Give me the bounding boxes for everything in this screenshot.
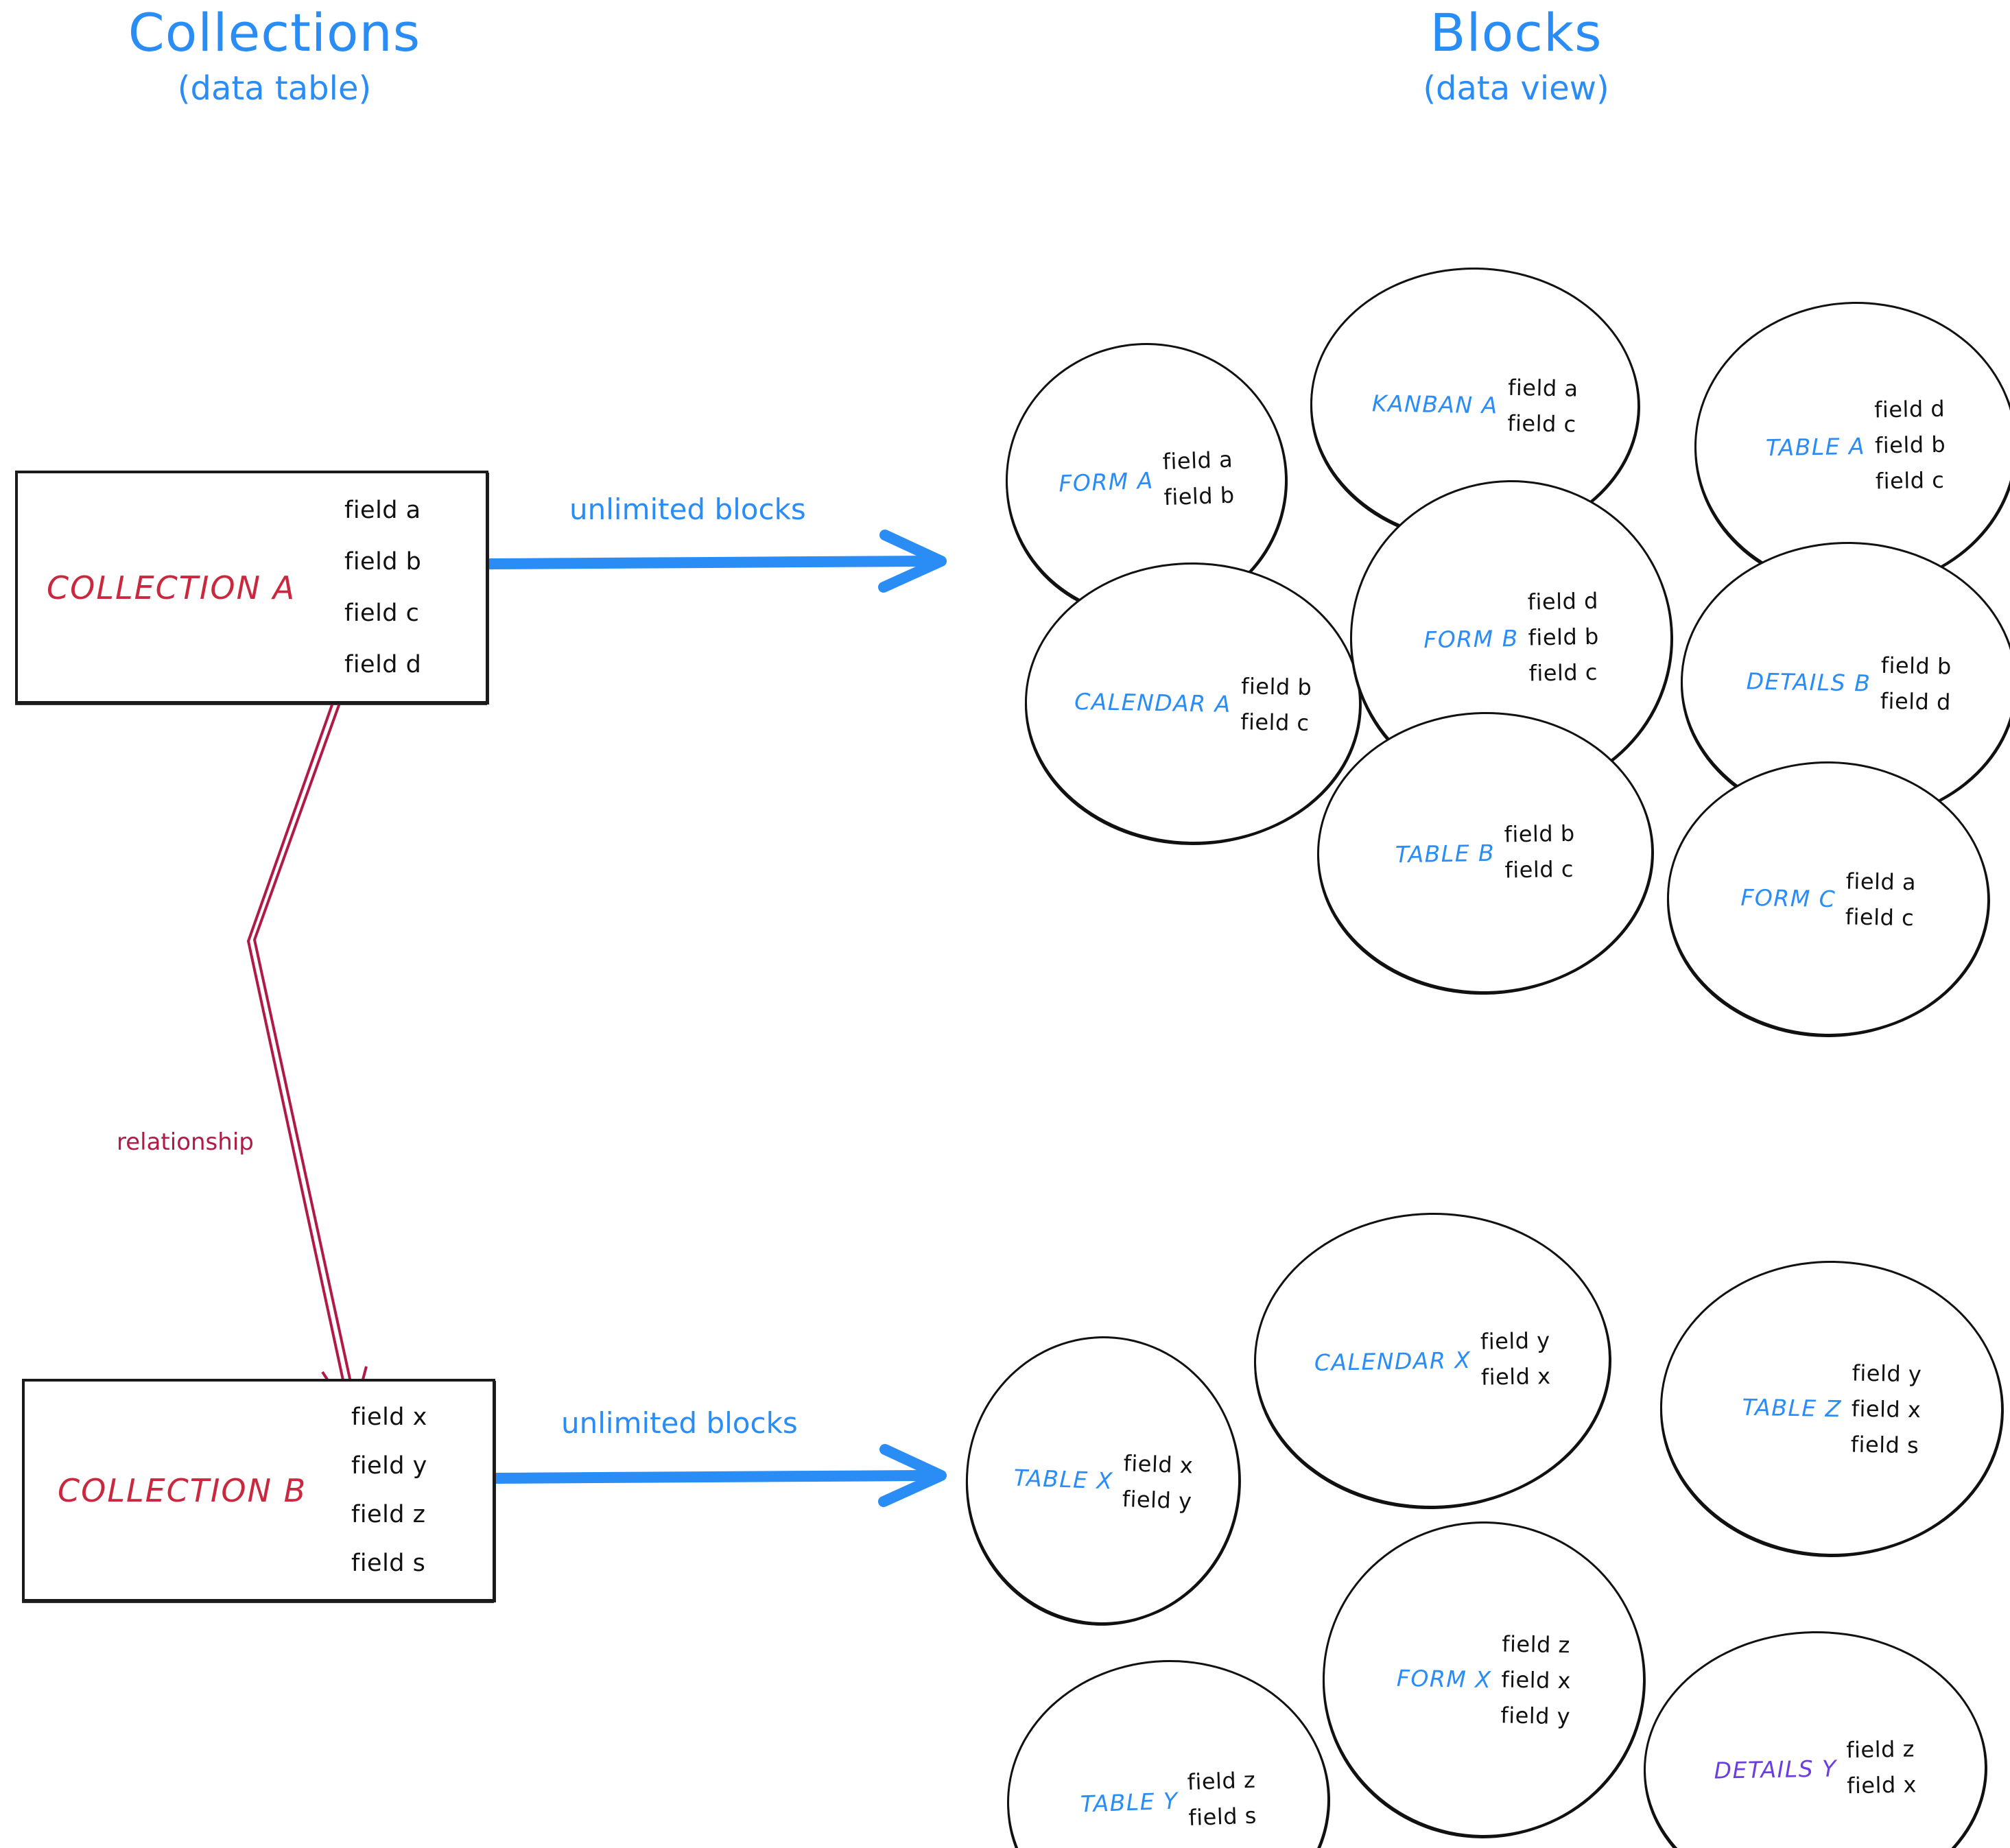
field-label: field c bbox=[1875, 466, 1945, 495]
unlimited-blocks-arrow-a bbox=[485, 530, 947, 593]
field-label: field a bbox=[1845, 868, 1917, 896]
field-label: field c bbox=[1506, 410, 1576, 438]
field-label: field c bbox=[1504, 855, 1574, 884]
field-label: field y bbox=[1480, 1327, 1550, 1355]
field-label: field s bbox=[1187, 1802, 1257, 1831]
block-name: TABLE X bbox=[1013, 1463, 1114, 1495]
field-label: field y bbox=[1122, 1485, 1193, 1515]
block-fields: field a field c bbox=[1507, 375, 1579, 438]
field-label: field y bbox=[1852, 1360, 1922, 1388]
field-label: field d bbox=[1527, 587, 1599, 615]
field-label: field x bbox=[351, 1403, 427, 1431]
field-label: field z bbox=[1187, 1766, 1256, 1796]
field-label: field b bbox=[1874, 431, 1946, 459]
block-fields: field a field b bbox=[1162, 447, 1235, 511]
field-label: field b bbox=[1240, 673, 1312, 701]
block-fields: field d field b field c bbox=[1874, 396, 1946, 495]
block-calendar-a[interactable]: CALENDAR A field b field c bbox=[1022, 559, 1364, 847]
block-name: DETAILS B bbox=[1746, 667, 1871, 697]
relationship-label: relationship bbox=[117, 1128, 254, 1156]
blocks-title: Blocks bbox=[1430, 2, 1603, 63]
block-form-x[interactable]: FORM X field z field x field y bbox=[1320, 1518, 1648, 1840]
collection-a-name: COLLECTION A bbox=[47, 569, 296, 606]
block-name: FORM X bbox=[1396, 1664, 1492, 1693]
collection-a-box[interactable]: COLLECTION A field a field b field c fie… bbox=[15, 471, 488, 704]
field-label: field d bbox=[1880, 687, 1952, 715]
block-name: KANBAN A bbox=[1371, 389, 1499, 419]
field-label: field c bbox=[1240, 709, 1310, 736]
arrow-label-unlimited-blocks-b: unlimited blocks bbox=[561, 1406, 798, 1440]
field-label: field s bbox=[1850, 1431, 1919, 1459]
field-label: field b bbox=[1880, 652, 1952, 680]
field-label: field z bbox=[1845, 1736, 1915, 1764]
block-name: TABLE Z bbox=[1742, 1393, 1843, 1422]
block-fields: field z field x field y bbox=[1500, 1631, 1572, 1729]
block-fields: field d field b field c bbox=[1527, 588, 1599, 687]
field-label: field y bbox=[351, 1452, 427, 1480]
block-table-z[interactable]: TABLE Z field y field x field s bbox=[1657, 1257, 2006, 1559]
collections-subtitle: (data table) bbox=[177, 69, 372, 108]
collections-title: Collections bbox=[128, 2, 421, 63]
field-label: field d bbox=[1873, 395, 1946, 423]
block-fields: field x field y bbox=[1122, 1450, 1194, 1514]
blocks-subtitle: (data view) bbox=[1423, 69, 1609, 108]
field-label: field b bbox=[344, 547, 422, 576]
block-fields: field a field c bbox=[1845, 868, 1916, 931]
field-label: field a bbox=[1162, 446, 1233, 475]
block-name: FORM B bbox=[1423, 624, 1520, 653]
unlimited-blocks-arrow-b bbox=[485, 1444, 947, 1507]
field-label: field x bbox=[1846, 1771, 1917, 1799]
block-details-y[interactable]: DETAILS Y field z field x bbox=[1641, 1628, 1989, 1848]
block-fields: field b field c bbox=[1240, 673, 1312, 736]
block-name: CALENDAR A bbox=[1074, 687, 1232, 718]
block-name: TABLE Y bbox=[1080, 1787, 1179, 1817]
arrow-label-unlimited-blocks-a: unlimited blocks bbox=[569, 493, 806, 526]
field-label: field y bbox=[1500, 1702, 1571, 1730]
block-fields: field b field d bbox=[1880, 652, 1952, 715]
field-label: field b bbox=[1163, 482, 1235, 511]
block-fields: field z field x bbox=[1846, 1736, 1917, 1799]
block-name: TABLE B bbox=[1395, 839, 1495, 868]
field-label: field d bbox=[344, 650, 422, 678]
block-name: DETAILS Y bbox=[1714, 1754, 1838, 1784]
collection-b-box[interactable]: COLLECTION B field x field y field z fie… bbox=[22, 1379, 495, 1602]
block-table-x[interactable]: TABLE X field x field y bbox=[960, 1331, 1246, 1629]
block-calendar-x[interactable]: CALENDAR X field y field x bbox=[1251, 1209, 1613, 1511]
blocks-header: Blocks (data view) bbox=[1303, 5, 1729, 106]
field-label: field a bbox=[344, 496, 421, 524]
field-label: field x bbox=[1480, 1362, 1551, 1390]
field-label: field b bbox=[1528, 623, 1600, 651]
block-name: FORM A bbox=[1058, 466, 1155, 497]
field-label: field c bbox=[344, 599, 420, 627]
field-label: field s bbox=[351, 1550, 426, 1578]
relationship-connector bbox=[246, 687, 368, 1422]
block-name: TABLE A bbox=[1765, 432, 1866, 461]
field-label: field a bbox=[1507, 374, 1579, 402]
block-fields: field z field s bbox=[1187, 1767, 1257, 1831]
field-label: field b bbox=[1504, 820, 1575, 848]
block-table-y[interactable]: TABLE Y field z field s bbox=[1002, 1654, 1335, 1848]
block-fields: field b field c bbox=[1504, 820, 1576, 884]
block-table-b[interactable]: TABLE B field b field c bbox=[1314, 709, 1656, 997]
field-label: field c bbox=[1528, 659, 1598, 687]
collection-b-name: COLLECTION B bbox=[58, 1472, 307, 1509]
block-name: FORM C bbox=[1740, 884, 1836, 912]
field-label: field x bbox=[1851, 1395, 1922, 1423]
field-label: field z bbox=[1501, 1631, 1571, 1659]
collections-header: Collections (data table) bbox=[55, 5, 494, 106]
collection-b-fields: field x field y field z field s bbox=[351, 1393, 482, 1588]
collection-a-fields: field a field b field c field d bbox=[344, 484, 475, 690]
field-label: field c bbox=[1845, 903, 1915, 932]
block-fields: field y field x bbox=[1480, 1327, 1551, 1390]
field-label: field x bbox=[1122, 1450, 1194, 1479]
field-label: field x bbox=[1501, 1666, 1572, 1694]
block-fields: field y field x field s bbox=[1851, 1360, 1922, 1459]
field-label: field z bbox=[351, 1501, 426, 1529]
block-name: CALENDAR X bbox=[1314, 1346, 1471, 1376]
block-form-c[interactable]: FORM C field a field c bbox=[1664, 758, 1992, 1039]
